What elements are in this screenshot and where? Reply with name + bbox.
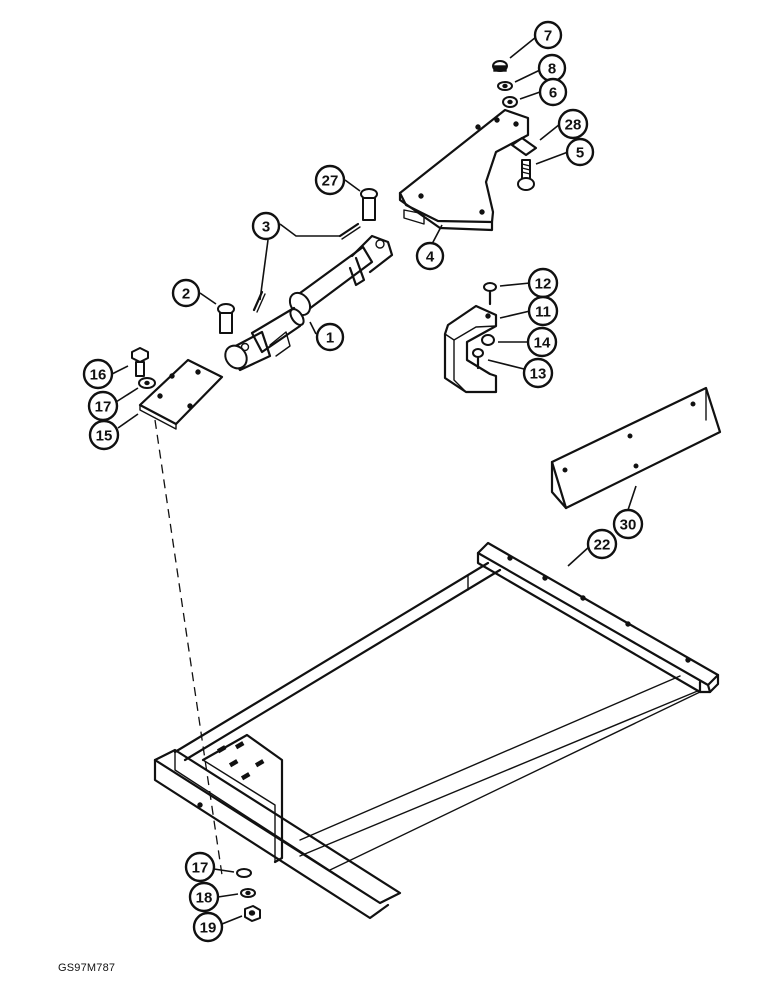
nut-14	[481, 334, 495, 346]
pin-2	[217, 303, 235, 334]
svg-text:30: 30	[620, 517, 637, 534]
callout-18[interactable]: 18	[188, 881, 220, 913]
svg-text:17: 17	[192, 860, 209, 877]
callout-17-upper[interactable]: 17	[87, 390, 119, 422]
svg-text:19: 19	[200, 920, 217, 937]
callout-5[interactable]: 5	[565, 137, 595, 167]
svg-text:13: 13	[530, 366, 547, 383]
bolt-16	[131, 347, 149, 377]
clip-28	[510, 136, 538, 157]
lock-washer-18	[240, 888, 256, 898]
callout-27[interactable]: 27	[314, 164, 346, 196]
svg-text:7: 7	[544, 28, 552, 45]
svg-text:5: 5	[576, 145, 584, 162]
callout-12[interactable]: 12	[527, 267, 559, 299]
lock-washer-8	[497, 81, 513, 91]
callout-1[interactable]: 1	[315, 322, 345, 352]
washer-17-lower	[236, 868, 252, 878]
svg-text:14: 14	[534, 335, 551, 352]
bracket-11	[443, 304, 498, 394]
drawing-id-label: GS97M787	[58, 962, 116, 974]
svg-text:2: 2	[182, 286, 190, 303]
callout-19[interactable]: 19	[192, 911, 224, 943]
angle-30	[550, 386, 722, 510]
svg-text:28: 28	[565, 117, 582, 134]
screw-12	[483, 282, 497, 306]
callout-11[interactable]: 11	[527, 295, 559, 327]
callout-4[interactable]: 4	[415, 241, 445, 271]
washer-17-upper	[138, 377, 156, 389]
cylinder-tube	[288, 234, 394, 317]
callout-6[interactable]: 6	[538, 77, 568, 107]
nut-19	[244, 905, 261, 922]
frame-22	[153, 541, 720, 920]
svg-text:8: 8	[548, 61, 556, 78]
svg-text:27: 27	[322, 173, 339, 190]
mounting-bracket-4	[398, 108, 530, 232]
callout-22[interactable]: 22	[586, 528, 618, 560]
svg-text:11: 11	[535, 304, 551, 321]
callout-7[interactable]: 7	[533, 20, 563, 50]
svg-text:17: 17	[95, 399, 112, 416]
callout-17-lower[interactable]: 17	[184, 851, 216, 883]
callout-28[interactable]: 28	[557, 108, 589, 140]
callout-8[interactable]: 8	[537, 53, 567, 83]
callout-14[interactable]: 14	[526, 326, 558, 358]
callout-13[interactable]: 13	[522, 357, 554, 389]
screw-13	[472, 348, 484, 370]
svg-text:1: 1	[326, 330, 334, 347]
pin-27	[360, 188, 378, 221]
svg-text:15: 15	[96, 428, 113, 445]
cylinder-rod	[224, 306, 305, 372]
svg-text:4: 4	[426, 249, 435, 266]
plate-15	[138, 358, 224, 430]
alignment-line	[154, 419, 223, 876]
callout-15[interactable]: 15	[88, 419, 120, 451]
svg-text:16: 16	[90, 367, 107, 384]
callout-30[interactable]: 30	[612, 508, 644, 540]
callout-16[interactable]: 16	[82, 358, 114, 390]
callout-2[interactable]: 2	[171, 278, 201, 308]
svg-text:6: 6	[549, 85, 557, 102]
svg-text:12: 12	[535, 276, 552, 293]
washer-6	[502, 96, 518, 108]
svg-text:22: 22	[594, 537, 611, 554]
bolt-5	[517, 159, 535, 191]
svg-text:3: 3	[262, 219, 270, 236]
callout-3[interactable]: 3	[251, 211, 281, 241]
leader-lines	[111, 36, 637, 925]
nut-7	[492, 60, 508, 72]
svg-text:18: 18	[196, 890, 213, 907]
